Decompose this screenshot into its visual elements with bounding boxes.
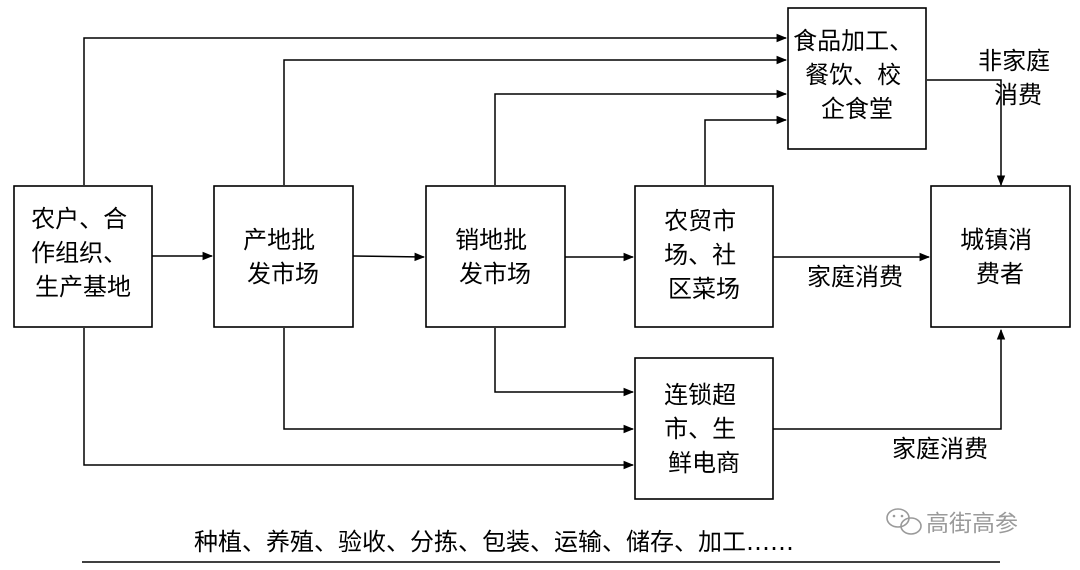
wechat-icon — [886, 508, 922, 535]
edge-label-household-2: 家庭消费 — [892, 435, 988, 463]
arrow-sales-to-supermarket — [494, 328, 635, 397]
arrow-origin-to-sales — [352, 252, 426, 262]
arrow-farmers-to-foodservice — [83, 33, 788, 185]
arrow-farmers-to-supermarket — [83, 328, 635, 470]
arrow-foodservice-to-consumers — [927, 79, 1006, 187]
node-sales-wholesale: 销地批 发市场 — [425, 185, 566, 328]
watermark-text: 高街高参 — [926, 511, 1018, 537]
node-sales-wholesale-label: 销地批 发市场 — [455, 226, 535, 288]
edge-label-household-1: 家庭消费 — [807, 263, 903, 291]
arrow-supermarket-to-consumers — [773, 328, 1006, 430]
node-food-service: 食品加工、 餐饮、校 企食堂 — [787, 7, 927, 150]
process-bar-text: 种植、养殖、验收、分拣、包装、运输、储存、加工…… — [194, 528, 794, 556]
arrow-market-to-foodservice — [704, 115, 788, 185]
connectors — [82, 33, 1006, 563]
node-farmers-label: 农户、合 作组织、 生产基地 — [31, 205, 135, 301]
node-farmers-market: 农贸市 场、社 区菜场 — [634, 185, 774, 328]
node-origin-wholesale: 产地批 发市场 — [213, 185, 354, 328]
edge-label-non-household: 非家庭 消费 — [978, 47, 1058, 109]
arrow-origin-to-supermarket — [283, 328, 635, 434]
node-supermarket: 连锁超 市、生 鲜电商 — [634, 357, 774, 500]
node-farmers-market-label: 农贸市 场、社 区菜场 — [664, 207, 744, 303]
arrow-origin-to-foodservice — [283, 55, 788, 185]
node-farmers: 农户、合 作组织、 生产基地 — [13, 185, 153, 328]
node-urban-consumers: 城镇消 费者 — [930, 185, 1071, 328]
node-food-service-label: 食品加工、 餐饮、校 企食堂 — [793, 27, 921, 123]
arrow-sales-to-foodservice — [494, 89, 788, 185]
watermark: 高街高参 — [886, 508, 1018, 537]
node-urban-consumers-label: 城镇消 费者 — [960, 226, 1040, 288]
node-origin-wholesale-label: 产地批 发市场 — [243, 226, 323, 288]
node-supermarket-label: 连锁超 市、生 鲜电商 — [664, 381, 744, 477]
